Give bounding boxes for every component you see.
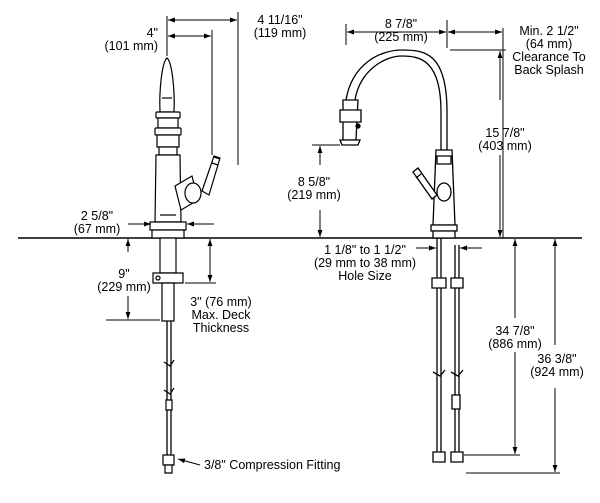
base-diameter-mm: (67 mm): [73, 222, 121, 236]
overall-length-label: 36 3/8" (924 mm): [522, 353, 592, 379]
deck-thickness-label: 3" (76 mm) Max. Deck Thickness: [178, 296, 264, 335]
shank-length-label: 9" (229 mm): [84, 268, 164, 294]
dimension-lines: [106, 12, 560, 473]
base-diameter-label: 2 5/8" (67 mm): [64, 210, 130, 236]
spout-height-inches: 15 7/8": [485, 126, 525, 140]
base-diameter-inches: 2 5/8": [80, 209, 114, 223]
hole-size-caption: Hole Size: [338, 269, 392, 283]
backsplash-clearance-caption-1: Clearance To: [512, 50, 586, 64]
hole-size-label: 1 1/8" to 1 1/2" (29 mm to 38 mm) Hole S…: [300, 244, 430, 283]
backsplash-clearance-caption-2: Back Splash: [514, 63, 584, 77]
backsplash-clearance-label: Min. 2 1/2" (64 mm) Clearance To Back Sp…: [504, 25, 594, 77]
aerator-height-mm: (219 mm): [287, 188, 341, 202]
deck-thickness-dimension: 3" (76 mm): [190, 295, 252, 309]
side-view-faucet: [150, 58, 220, 473]
aerator-height-inches: 8 5/8": [297, 175, 331, 189]
spout-height-mm: (403 mm): [478, 139, 532, 153]
aerator-height-label: 8 5/8" (219 mm): [276, 176, 352, 202]
handle-reach-side-inches: 4 11/16": [257, 13, 303, 27]
backsplash-clearance-inches: Min. 2 1/2": [519, 24, 579, 38]
hole-size-inches: 1 1/8" to 1 1/2": [324, 243, 406, 257]
spout-reach-front-mm: (225 mm): [374, 30, 428, 44]
spout-reach-side-inches: 4": [146, 26, 158, 40]
shank-length-inches: 9": [118, 267, 130, 281]
deck-thickness-caption-2: Thickness: [192, 321, 250, 335]
spout-height-label: 15 7/8" (403 mm): [470, 127, 540, 153]
supply-length-label: 34 7/8" (886 mm): [480, 325, 550, 351]
compression-fitting-text: 3/8" Compression Fitting: [204, 458, 341, 472]
spout-reach-front-inches: 8 7/8": [384, 17, 418, 31]
spout-reach-front-label: 8 7/8" (225 mm): [356, 18, 446, 44]
spout-reach-side-mm: (101 mm): [104, 39, 158, 53]
spout-reach-side-label: 4" (101 mm): [78, 27, 158, 53]
overall-length-inches: 36 3/8": [537, 352, 577, 366]
supply-length-inches: 34 7/8": [495, 324, 535, 338]
hole-size-mm: (29 mm to 38 mm): [313, 256, 417, 270]
handle-reach-side-mm: (119 mm): [253, 26, 307, 40]
compression-fitting-label: 3/8" Compression Fitting: [204, 459, 364, 472]
backsplash-clearance-mm: (64 mm): [525, 37, 573, 51]
overall-length-mm: (924 mm): [530, 365, 584, 379]
deck-thickness-caption-1: Max. Deck: [191, 308, 251, 322]
supply-length-mm: (886 mm): [488, 337, 542, 351]
front-view-faucet: [340, 50, 463, 462]
handle-reach-side-label: 4 11/16" (119 mm): [240, 14, 320, 40]
shank-length-mm: (229 mm): [97, 280, 151, 294]
